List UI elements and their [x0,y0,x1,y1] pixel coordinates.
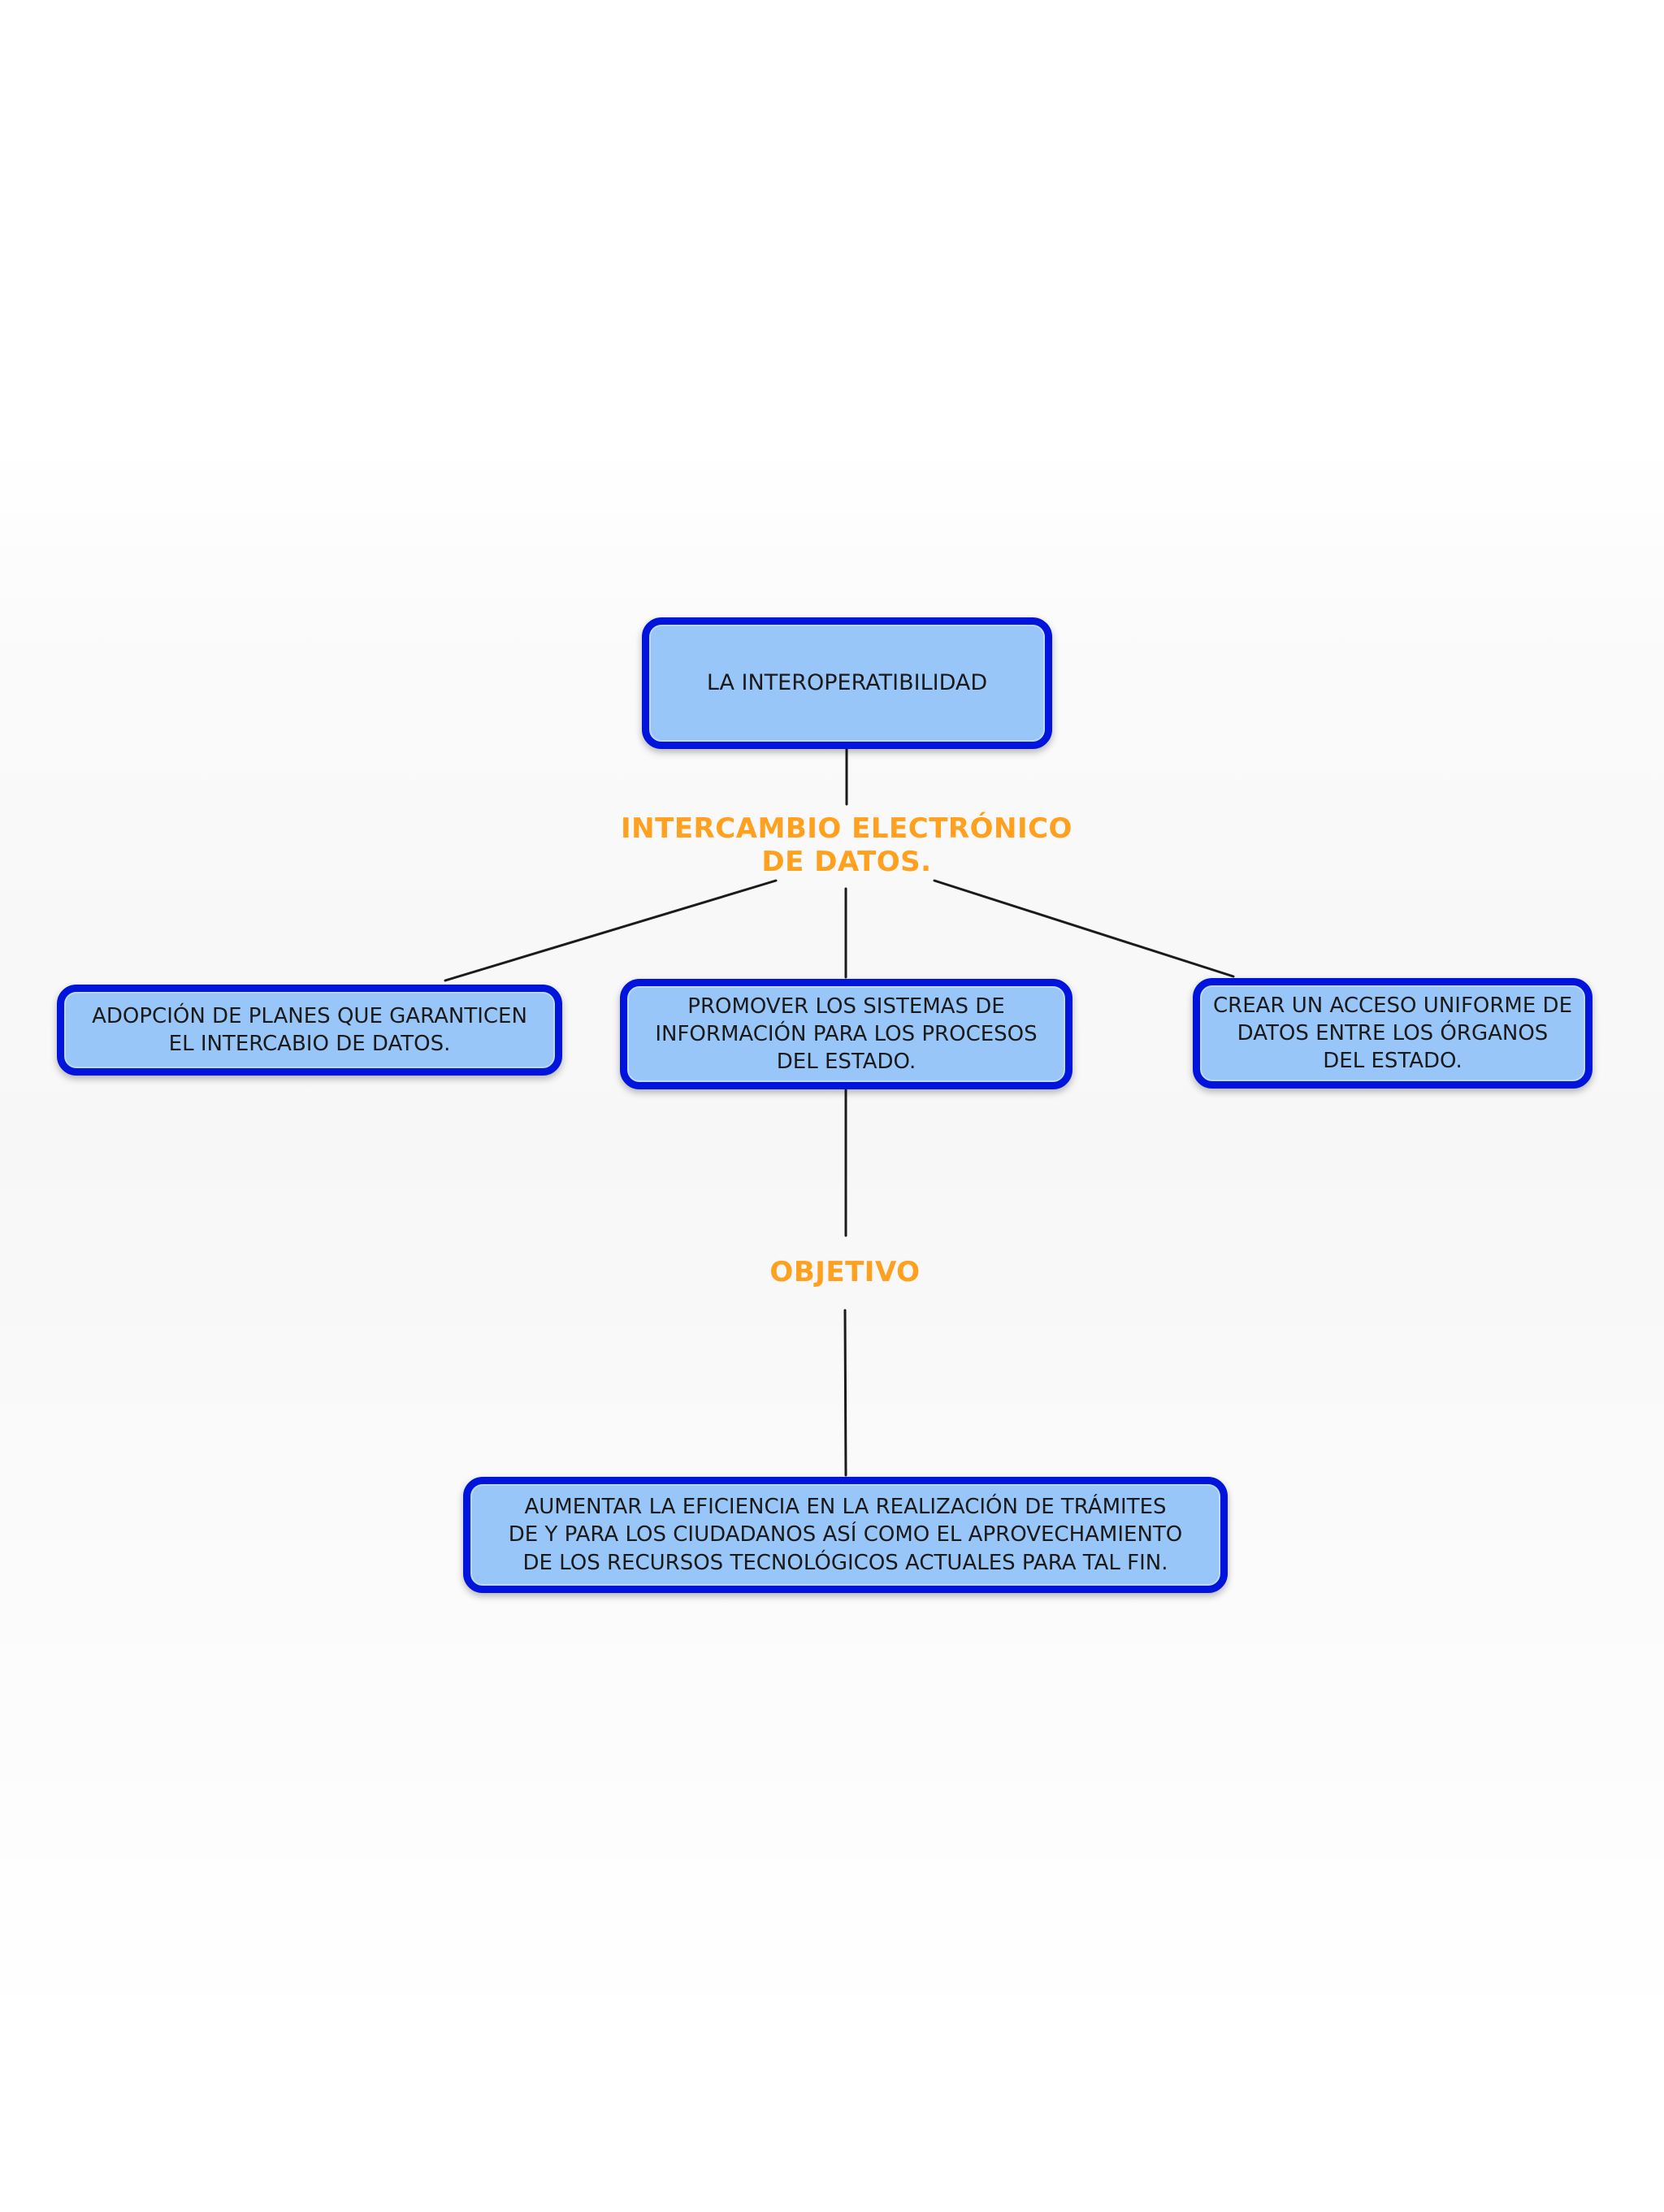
node-promover-los-sistemas: PROMOVER LOS SISTEMAS DE INFORMACIÓN PAR… [620,979,1072,1089]
edge-exchange-right [933,879,1235,978]
node-label: CREAR UN ACCESO UNIFORME DE DATOS ENTRE … [1212,993,1572,1074]
node-adopcion-de-planes: ADOPCIÓN DE PLANES QUE GARANTICEN EL INT… [57,985,562,1076]
node-la-interoperatibilidad: LA INTEROPERATIBILIDAD [642,617,1052,749]
label-intercambio-electronico-de-datos: INTERCAMBIO ELECTRÓNICO DE DATOS. [621,812,1072,879]
node-label: ADOPCIÓN DE PLANES QUE GARANTICEN EL INT… [92,1003,527,1056]
node-label: PROMOVER LOS SISTEMAS DE INFORMACIÓN PAR… [655,993,1038,1075]
node-label: LA INTEROPERATIBILIDAD [706,670,988,696]
node-aumentar-la-eficiencia: AUMENTAR LA EFICIENCIA EN LA REALIZACIÓN… [463,1477,1228,1593]
label-objetivo: OBJETIVO [769,1256,921,1288]
edge-exchange-left [444,879,778,982]
edge-objective-bottom [843,1309,847,1477]
node-label: AUMENTAR LA EFICIENCIA EN LA REALIZACIÓN… [508,1495,1183,1575]
node-crear-un-acceso-uniforme: CREAR UN ACCESO UNIFORME DE DATOS ENTRE … [1193,978,1592,1089]
